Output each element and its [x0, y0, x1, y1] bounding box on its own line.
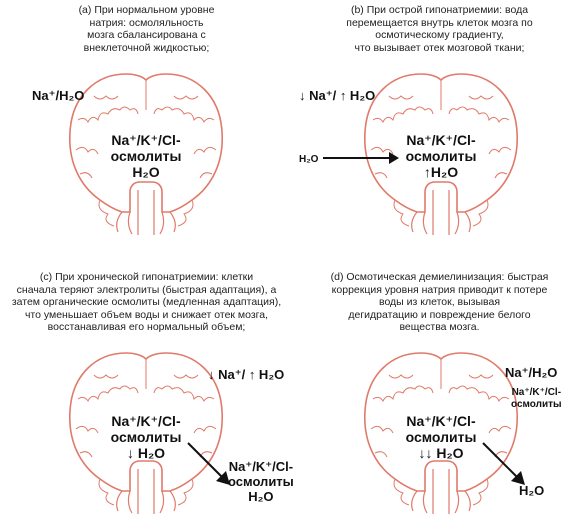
panel-a-caption: (a) При нормальном уровне натрия: осмоля… [78, 4, 215, 54]
panel-b-caption: (b) При острой гипонатриемии: вода перем… [346, 4, 533, 54]
panel-a: (a) При нормальном уровне натрия: осмоля… [0, 0, 293, 263]
panel-c-arrow-label: Na⁺/K⁺/Cl- осмолиты H₂O [228, 459, 294, 504]
panel-b-extracellular-label: ↓ Na⁺/ ↑ H₂O [299, 88, 376, 103]
efflux-arrow-icon [187, 442, 230, 485]
panel-d-arrow-label: H₂O [519, 483, 545, 498]
panel-c: (c) При хронической гипонатриемии: клетк… [0, 263, 294, 526]
panel-a-intracellular-label: Na⁺/K⁺/Cl- осмолиты H₂O [110, 132, 182, 180]
efflux-arrow-icon [482, 442, 525, 485]
panel-d-intracellular-label: Na⁺/K⁺/Cl- осмолиты ↓↓ H₂O [405, 413, 477, 461]
panel-b-intracellular-label: Na⁺/K⁺/Cl- осмолиты ↑H₂O [405, 132, 477, 180]
panel-c-caption: (c) При хронической гипонатриемии: клетк… [11, 271, 282, 333]
panel-d-extracellular-label: Na⁺/H₂O [505, 365, 558, 380]
panel-b: (b) При острой гипонатриемии: вода перем… [293, 0, 586, 263]
panel-c-extracellular-label: ↓ Na⁺/ ↑ H₂O [208, 367, 285, 382]
influx-arrow-icon [323, 152, 399, 164]
panel-d-caption: (d) Осмотическая демиелинизация: быстрая… [330, 271, 549, 333]
panel-d: (d) Осмотическая демиелинизация: быстрая… [293, 263, 586, 526]
panel-b-arrow-label: H₂O [299, 154, 319, 165]
panel-d-extracellular-osmolytes: Na⁺/K⁺/Cl- осмолиты [511, 387, 562, 410]
panel-c-intracellular-label: Na⁺/K⁺/Cl- осмолиты ↓ H₂O [110, 413, 182, 461]
panel-a-extracellular-label: Na⁺/H₂O [32, 88, 85, 103]
